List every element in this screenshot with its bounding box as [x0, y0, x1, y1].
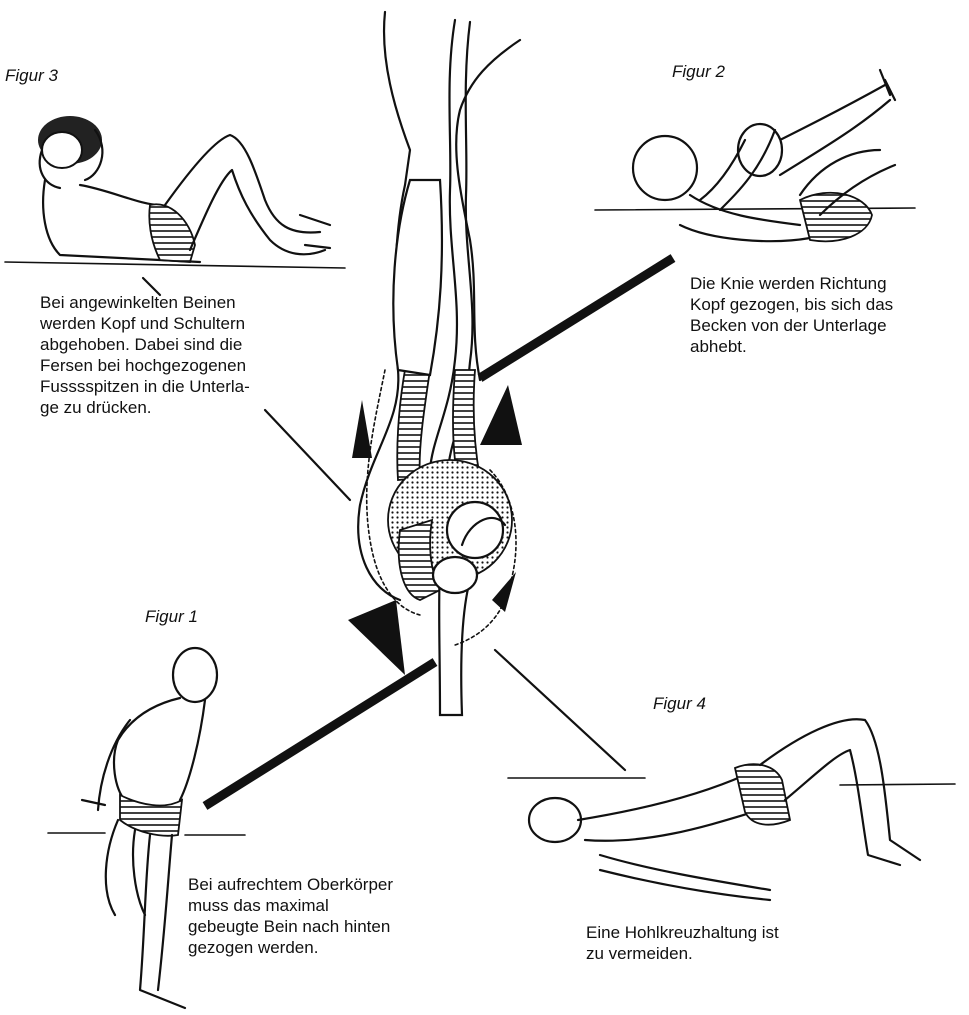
figure-2-caption: Die Knie werden Richtung Kopf gezogen, b…	[690, 273, 960, 357]
figure-2-drawing	[595, 70, 915, 241]
connector-fig1	[205, 662, 435, 806]
figure-3-drawing	[5, 116, 345, 268]
figure-4-label: Figur 4	[653, 694, 706, 714]
arrow-up-left	[352, 400, 372, 458]
connector-fig4	[495, 650, 625, 770]
figure-1-caption: Bei aufrechtem Oberkörper muss das maxim…	[188, 874, 468, 958]
figure-4-caption: Eine Hohlkreuzhaltung ist zu vermeiden.	[586, 922, 846, 964]
arrow-up-right	[480, 385, 522, 445]
figure-1-label: Figur 1	[145, 607, 198, 627]
figure-3-caption: Bei angewinkelten Beinen werden Kopf und…	[40, 292, 330, 418]
connector-fig2	[480, 258, 673, 378]
arrow-down-left	[348, 600, 405, 675]
figure-4-drawing	[508, 719, 955, 900]
connector-fig3	[265, 410, 350, 500]
arrow-down-right	[492, 572, 516, 612]
figure-2-label: Figur 2	[672, 62, 725, 82]
figure-3-label: Figur 3	[5, 66, 58, 86]
